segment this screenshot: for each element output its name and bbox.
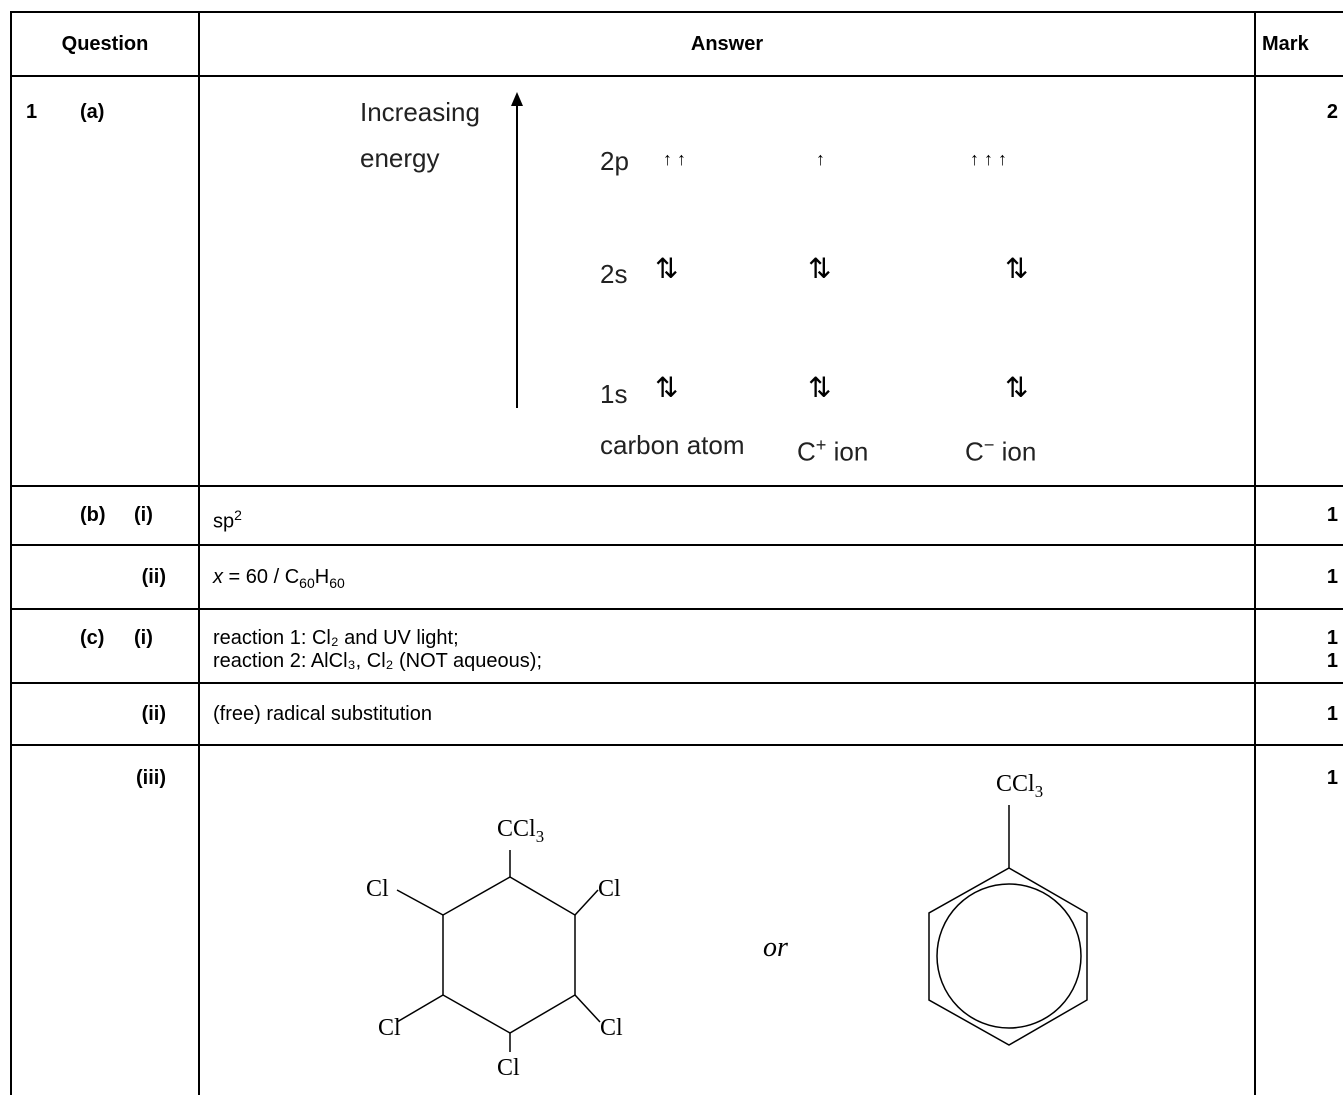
cl-label-upper-left: Cl [366, 876, 389, 902]
level-2p-label: 2p [600, 146, 629, 176]
mark-c-ii: 1 [1326, 703, 1338, 725]
question-sub-c-iii: (iii) [136, 767, 166, 789]
mark-c-i-2: 1 [1326, 650, 1338, 672]
carbon-1s-electrons: ⇅ [655, 372, 679, 403]
answer-c-i-line1: reaction 1: Cl₂ and UV light; [213, 627, 459, 649]
benzene-ccl3-structure [928, 805, 1088, 1046]
cl-label-bottom: Cl [497, 1055, 520, 1081]
question-sub-b-i: (i) [134, 504, 153, 526]
question-number: 1 [26, 101, 38, 123]
c-minus-2p-electrons: ↑ ↑ ↑ [970, 149, 1008, 169]
column-c-plus-ion: C+ ion [797, 435, 869, 467]
c-plus-2p-electrons: ↑ [816, 149, 825, 169]
question-sub-c-ii: (ii) [141, 703, 166, 725]
header-question: Question [61, 33, 149, 55]
benzene-substituent-top: CCl3 [996, 771, 1044, 801]
hexachlorocyclohexane-structure [396, 850, 601, 1052]
answer-b-i: sp2 [213, 507, 242, 533]
mark-1a: 2 [1326, 101, 1338, 123]
answer-c-i-line2: reaction 2: AlCl₃, Cl₂ (NOT aqueous); [213, 650, 543, 672]
cl-label-lower-right: Cl [600, 1015, 623, 1041]
ring-substituent-top: CCl3 [497, 816, 545, 846]
axis-label-energy: energy [360, 143, 440, 173]
mark-c-iii: 1 [1326, 767, 1338, 789]
c-plus-2s-electrons: ⇅ [808, 253, 832, 284]
question-sub-b-ii: (ii) [141, 566, 166, 588]
question-part-c: (c) [80, 627, 105, 649]
question-sub-c-i: (i) [134, 627, 153, 649]
axis-label-increasing: Increasing [360, 97, 480, 127]
header-mark: Mark [1262, 33, 1309, 55]
column-carbon-atom: carbon atom [600, 430, 745, 460]
cl-label-upper-right: Cl [598, 876, 621, 902]
answer-b-ii: x = 60 / C60H60 [213, 566, 345, 591]
level-2s-label: 2s [600, 259, 628, 289]
c-minus-2s-electrons: ⇅ [1005, 253, 1029, 284]
question-part-a: (a) [80, 101, 105, 123]
energy-axis-arrow [511, 92, 523, 408]
mark-c-i-1: 1 [1326, 627, 1338, 649]
carbon-2s-electrons: ⇅ [655, 253, 679, 284]
column-c-minus-ion: C− ion [965, 435, 1037, 467]
mark-b-ii: 1 [1326, 566, 1338, 588]
answer-c-ii: (free) radical substitution [213, 703, 432, 725]
or-label: or [763, 932, 788, 963]
mark-b-i: 1 [1326, 504, 1338, 526]
header-answer: Answer [690, 33, 764, 55]
carbon-2p-electrons: ↑ ↑ [663, 149, 687, 169]
c-plus-1s-electrons: ⇅ [808, 372, 832, 403]
level-1s-label: 1s [600, 379, 628, 409]
c-minus-1s-electrons: ⇅ [1005, 372, 1029, 403]
cl-label-lower-left: Cl [378, 1015, 401, 1041]
question-part-b: (b) [80, 504, 106, 526]
